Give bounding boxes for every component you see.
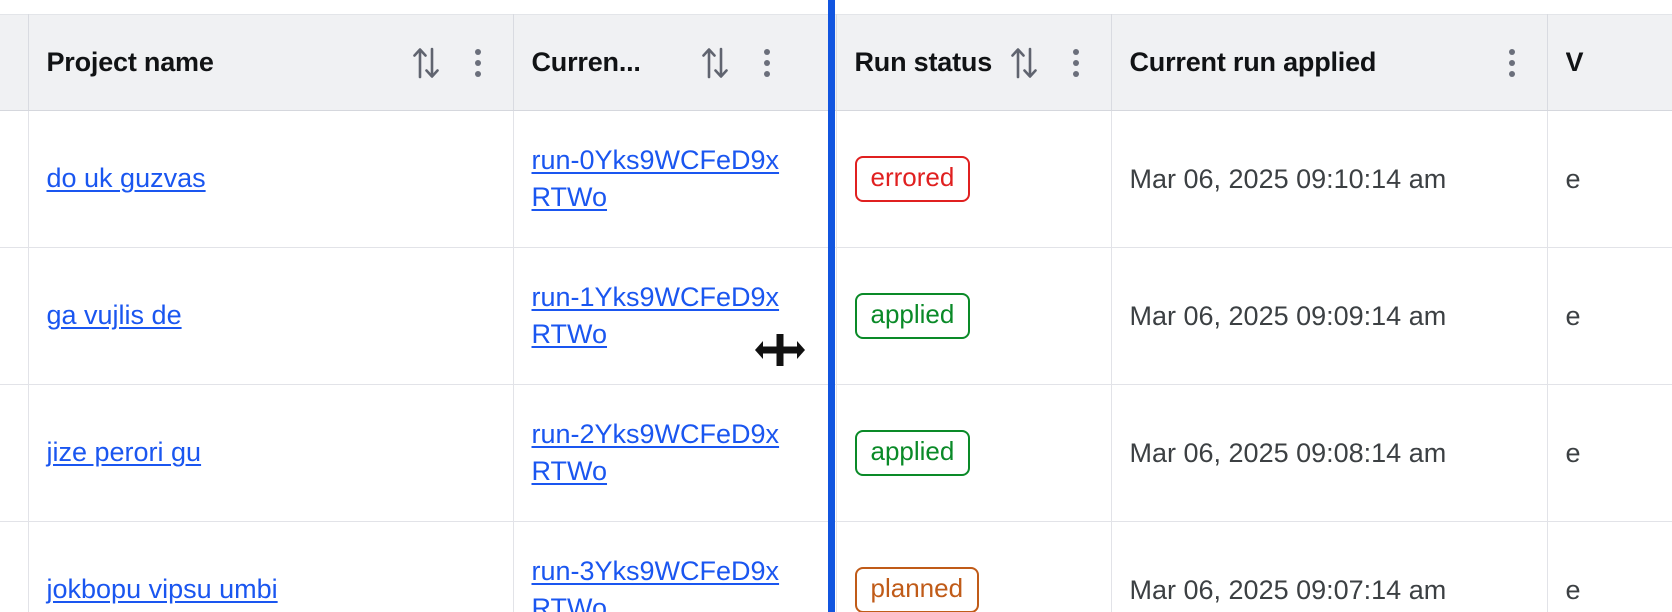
cell-project-name: ga vujlis de [28, 247, 514, 385]
projects-table: Project name [0, 14, 1672, 612]
cell-vcs: e [1547, 247, 1672, 385]
sort-arrows-icon[interactable] [1007, 43, 1041, 83]
row-select-cell[interactable] [0, 521, 29, 612]
cell-project-name: do uk guzvas [28, 110, 514, 248]
cell-vcs: e [1547, 110, 1672, 248]
current-run-link[interactable]: run-0Yks9WCFeD9xRTWo [531, 144, 780, 212]
cell-current-run-applied: Mar 06, 2025 09:09:14 am [1111, 247, 1548, 385]
cell-run-status: planned [836, 521, 1112, 612]
cell-current-run: run-3Yks9WCFeD9xRTWo [513, 521, 837, 612]
table-row[interactable]: jokbopu vipsu umbi run-3Yks9WCFeD9xRTWo … [0, 521, 1672, 612]
cell-run-status: errored [836, 110, 1112, 248]
cell-project-name: jokbopu vipsu umbi [28, 521, 514, 612]
project-name-link[interactable]: do uk guzvas [46, 163, 206, 194]
vcs-text: e [1565, 437, 1581, 468]
row-select-cell[interactable] [0, 247, 29, 385]
table-header: Project name [0, 14, 1672, 111]
status-badge: planned [854, 567, 980, 612]
column-menu-icon-project-name[interactable] [461, 46, 495, 80]
timestamp-text: Mar 06, 2025 09:10:14 am [1129, 163, 1447, 194]
column-header-label-project-name: Project name [46, 47, 214, 77]
vcs-text: e [1565, 574, 1581, 605]
project-name-link[interactable]: jokbopu vipsu umbi [46, 574, 278, 605]
cell-current-run-applied: Mar 06, 2025 09:08:14 am [1111, 384, 1548, 522]
column-header-label-current-run-applied: Current run applied [1129, 47, 1377, 77]
table-row[interactable]: do uk guzvas run-0Yks9WCFeD9xRTWo errore… [0, 110, 1672, 248]
sort-arrows-icon[interactable] [698, 43, 732, 83]
column-header-current-run-applied[interactable]: Current run applied [1111, 14, 1548, 111]
status-badge: errored [854, 156, 971, 202]
table-row[interactable]: jize perori gu run-2Yks9WCFeD9xRTWo appl… [0, 384, 1672, 522]
sort-arrows-icon[interactable] [409, 43, 443, 83]
row-select-cell[interactable] [0, 110, 29, 248]
cell-run-status: applied [836, 384, 1112, 522]
cell-vcs: e [1547, 384, 1672, 522]
column-header-label-vcs: V [1565, 47, 1584, 77]
current-run-link[interactable]: run-3Yks9WCFeD9xRTWo [531, 555, 780, 612]
timestamp-text: Mar 06, 2025 09:08:14 am [1129, 437, 1447, 468]
column-header-current-run[interactable]: Curren... [513, 14, 837, 111]
project-name-link[interactable]: ga vujlis de [46, 300, 182, 331]
cell-project-name: jize perori gu [28, 384, 514, 522]
column-header-label-run-status: Run status [854, 47, 993, 77]
row-select-cell[interactable] [0, 384, 29, 522]
header-row: Project name [0, 14, 1672, 111]
cell-current-run-applied: Mar 06, 2025 09:10:14 am [1111, 110, 1548, 248]
cell-run-status: applied [836, 247, 1112, 385]
column-header-select[interactable] [0, 14, 29, 111]
cell-current-run: run-0Yks9WCFeD9xRTWo [513, 110, 837, 248]
column-header-vcs[interactable]: V [1547, 14, 1672, 111]
cell-vcs: e [1547, 521, 1672, 612]
current-run-link[interactable]: run-2Yks9WCFeD9xRTWo [531, 418, 780, 486]
cell-current-run: run-2Yks9WCFeD9xRTWo [513, 384, 837, 522]
timestamp-text: Mar 06, 2025 09:07:14 am [1129, 574, 1447, 605]
column-header-label-current-run: Curren... [531, 47, 641, 77]
column-menu-icon-current-run[interactable] [750, 46, 784, 80]
cell-current-run-applied: Mar 06, 2025 09:07:14 am [1111, 521, 1548, 612]
table-body: do uk guzvas run-0Yks9WCFeD9xRTWo errore… [0, 110, 1672, 612]
column-header-run-status[interactable]: Run status [836, 14, 1112, 111]
status-badge: applied [854, 293, 971, 339]
column-header-project-name[interactable]: Project name [28, 14, 514, 111]
vcs-text: e [1565, 300, 1581, 331]
column-menu-icon-current-run-applied[interactable] [1495, 46, 1529, 80]
status-badge: applied [854, 430, 971, 476]
cell-current-run: run-1Yks9WCFeD9xRTWo [513, 247, 837, 385]
project-name-link[interactable]: jize perori gu [46, 437, 202, 468]
column-menu-icon-run-status[interactable] [1059, 46, 1093, 80]
timestamp-text: Mar 06, 2025 09:09:14 am [1129, 300, 1447, 331]
table-row[interactable]: ga vujlis de run-1Yks9WCFeD9xRTWo applie… [0, 247, 1672, 385]
vcs-text: e [1565, 163, 1581, 194]
current-run-link[interactable]: run-1Yks9WCFeD9xRTWo [531, 281, 780, 349]
